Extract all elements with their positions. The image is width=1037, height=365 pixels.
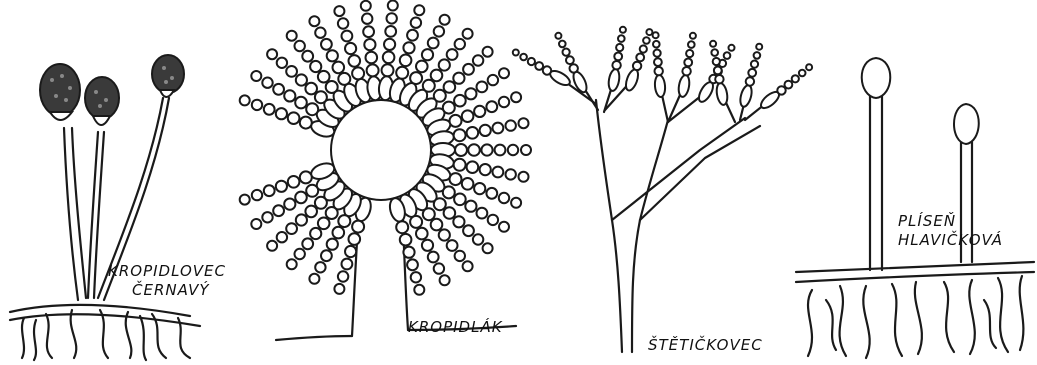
- plisen-figure: [796, 58, 1034, 358]
- sporangium: [85, 77, 119, 119]
- label-kropidlovec-line2: ČERNAVÝ: [132, 281, 226, 300]
- label-kropidlovec-line1: KROPIDLOVEC: [108, 262, 226, 281]
- kropidlak-figure: [240, 1, 531, 341]
- label-plisen-line1: PLÍSEŇ: [898, 212, 1003, 231]
- label-stetickovec: ŠTĚTIČKOVEC: [648, 336, 763, 355]
- label-kropidlovec: KROPIDLOVEC ČERNAVÝ: [108, 262, 226, 300]
- label-plisen-line2: HLAVIČKOVÁ: [898, 231, 1003, 250]
- stetickovec-figure: [513, 27, 812, 352]
- sporangium: [954, 104, 979, 144]
- sporangium: [40, 64, 80, 116]
- sporangium: [862, 58, 891, 98]
- kropidlovec-figure: [10, 55, 200, 360]
- label-kropidlak: KROPIDLÁK: [408, 318, 503, 337]
- label-plisen: PLÍSEŇ HLAVIČKOVÁ: [898, 212, 1003, 250]
- sporangium: [152, 55, 184, 93]
